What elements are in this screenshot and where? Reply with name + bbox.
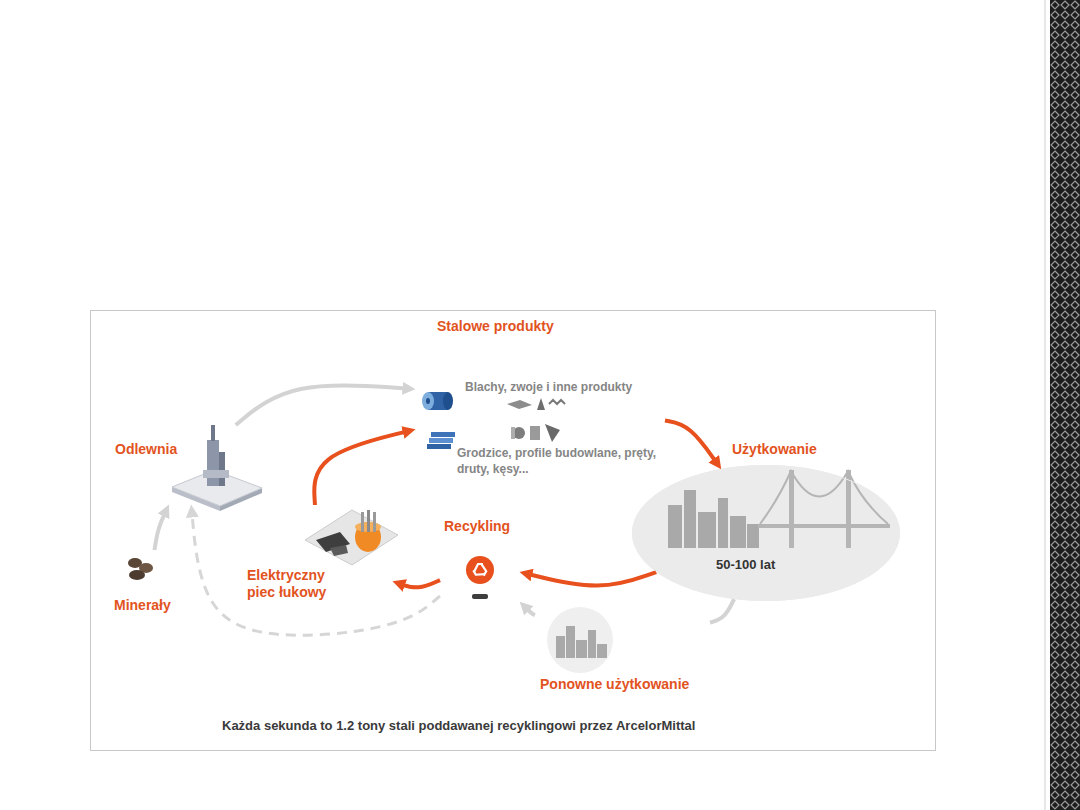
stage-label: Recykling xyxy=(444,518,510,535)
stage-label: Elektryczny piec łukowy xyxy=(247,567,347,601)
decor-strip xyxy=(1050,0,1080,810)
minerals-node: Minerały xyxy=(108,550,190,617)
flow-arrow xyxy=(524,606,535,615)
flow-arrow xyxy=(192,511,440,635)
stage-label: Użytkowanie xyxy=(732,441,817,458)
flow-arrow xyxy=(236,385,409,425)
recycling-node: Recykling xyxy=(440,516,520,608)
flow-arrow xyxy=(665,421,717,464)
stage-label: Ponowne użytkowanie xyxy=(540,676,689,693)
flow-arrow xyxy=(314,431,409,505)
products-icon xyxy=(422,392,565,449)
ellipse-outline xyxy=(632,465,900,601)
reuse-illustration xyxy=(547,607,613,673)
flow-arrow xyxy=(526,572,656,586)
stage-label: 50-100 lat xyxy=(716,557,775,573)
reuse-node: Ponowne użytkowanie xyxy=(535,604,710,696)
stage-label: Minerały xyxy=(114,597,171,614)
foundry-icon xyxy=(172,425,262,511)
stage-label: Odlewnia xyxy=(115,441,177,458)
flow-arrow xyxy=(154,510,166,550)
flow-arrow xyxy=(710,599,734,623)
caption: Każda sekunda to 1.2 tony stali poddawan… xyxy=(222,718,695,733)
usage-ellipse: Użytkowanie50-100 lat xyxy=(632,465,900,601)
recycling-icon xyxy=(466,556,494,599)
foundry-node: Odlewnia xyxy=(110,425,265,505)
furnace-node: Elektryczny piec łukowy xyxy=(243,505,393,607)
minerals-icon xyxy=(128,558,153,580)
stage-label: Stalowe produkty xyxy=(437,318,554,335)
furnace-icon xyxy=(305,510,398,565)
diagram-frame xyxy=(91,311,936,751)
stage-label: Grodzice, profile budowlane, pręty, drut… xyxy=(457,446,662,477)
products-node: Stalowe produktyBlachy, zwoje i inne pro… xyxy=(415,316,665,481)
usage-illustration xyxy=(632,465,900,601)
edge-line xyxy=(1045,0,1046,810)
stage-label: Blachy, zwoje i inne produkty xyxy=(465,380,632,396)
flow-arrow xyxy=(399,580,440,587)
